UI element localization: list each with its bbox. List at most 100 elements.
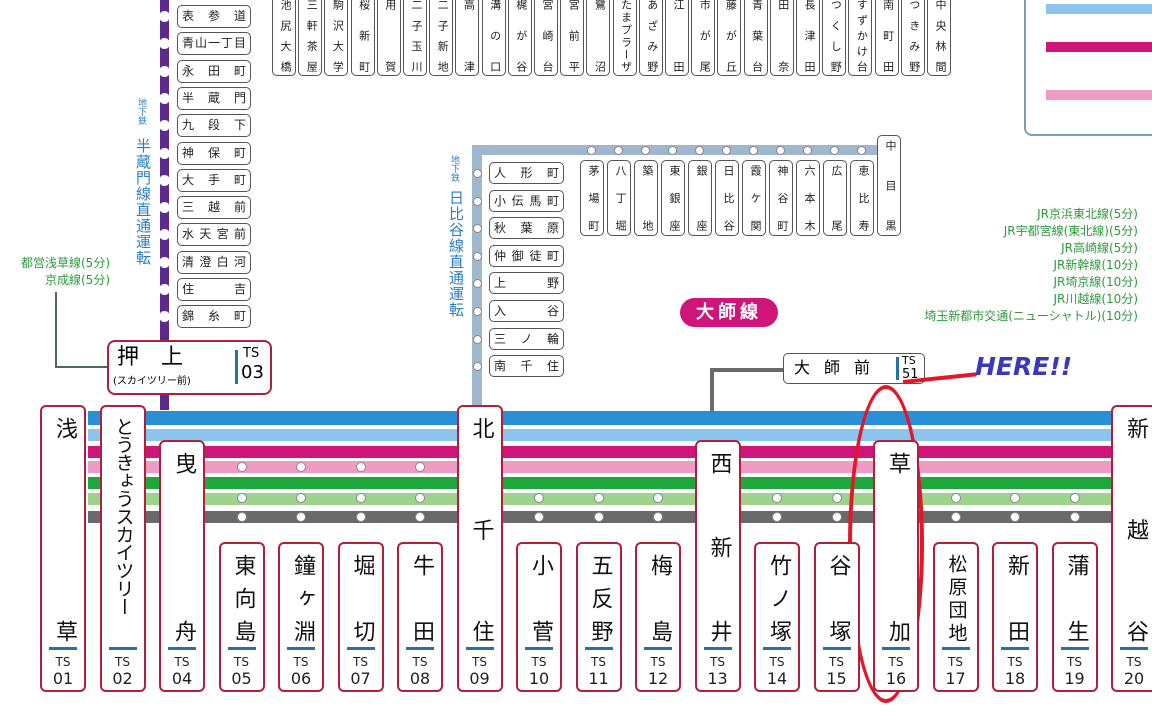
station-box[interactable]: 仲御徒町 [489, 244, 564, 267]
station-box[interactable]: つくし野 [822, 0, 847, 76]
station-box[interactable]: 溝の口 [481, 0, 506, 76]
station-daishimae[interactable]: 大師前 TS 51 [783, 353, 925, 384]
station-box[interactable]: 茅場町 [580, 160, 604, 236]
station-code-prefix: TS [948, 655, 963, 669]
station-box[interactable]: 築地 [634, 160, 658, 236]
station-code-number: 09 [469, 669, 490, 688]
station-name: つきみ野 [907, 0, 921, 72]
station-dot [593, 493, 604, 503]
station-dot [159, 256, 170, 268]
station-dot [534, 493, 544, 503]
station-box[interactable]: 人形町 [489, 162, 564, 184]
station-box[interactable]: 九段下 [177, 114, 251, 138]
station-box[interactable]: 表参道 [177, 5, 251, 28]
station-box[interactable]: 霞ケ関 [742, 160, 766, 236]
station-box[interactable]: 銀座 [688, 160, 712, 236]
station-box[interactable]: 南町田 [874, 0, 899, 76]
station-box[interactable]: 高津 [455, 0, 480, 76]
station-box[interactable]: 中目黒 [877, 135, 901, 236]
station-box[interactable]: 田奈 [769, 0, 794, 76]
station-name: 恵比寿 [857, 165, 870, 231]
station-box[interactable]: 八丁堀 [607, 160, 631, 236]
station-box[interactable]: 池尻大橋 [272, 0, 296, 76]
station-box[interactable]: 鷺沼 [586, 0, 611, 76]
station-dot [159, 65, 170, 77]
station-dot [473, 279, 482, 289]
station-box[interactable]: 水天宮前 [177, 223, 251, 247]
station-box[interactable]: 長津田 [796, 0, 820, 76]
station-box[interactable]: 日比谷 [715, 160, 739, 236]
station-box[interactable]: 恵比寿 [850, 160, 874, 236]
station-dot [641, 146, 650, 155]
station-box[interactable]: 駒沢大学 [324, 0, 349, 76]
station-box[interactable]: あざみ野 [638, 0, 663, 76]
code-underline [644, 647, 672, 650]
station-box[interactable]: 半蔵門 [177, 86, 251, 110]
station-box[interactable]: 桜新町 [350, 0, 375, 76]
code-underline [108, 647, 137, 650]
station-box[interactable]: 入谷 [489, 300, 564, 322]
station-box[interactable]: 三越前 [177, 196, 251, 220]
station-box[interactable]: 錦糸町 [177, 305, 251, 329]
station-box[interactable]: 南千住 [489, 355, 564, 378]
station-box[interactable]: 住吉 [177, 278, 251, 301]
station-box[interactable]: 六本木 [796, 160, 820, 236]
station-box[interactable]: 用賀 [376, 0, 401, 76]
station-box[interactable]: 梶が谷 [507, 0, 532, 76]
station-box[interactable]: 神保町 [177, 141, 251, 165]
station-box[interactable]: 上野 [489, 272, 564, 295]
station-name: 松原団地 [945, 554, 968, 642]
station-box[interactable]: 宮前平 [560, 0, 585, 76]
station-box[interactable]: 青山一丁目 [177, 32, 251, 56]
station-box[interactable]: 宮崎台 [534, 0, 558, 76]
station-box[interactable]: 市が尾 [691, 0, 716, 76]
station-box[interactable]: 清澄白河 [177, 250, 251, 274]
station-box[interactable]: 青葉台 [743, 0, 768, 76]
station-dot [415, 462, 425, 472]
station-box[interactable]: 三ノ輪 [489, 327, 564, 350]
station-box[interactable]: すずかけ台 [848, 0, 873, 76]
station-box[interactable]: 大手町 [177, 168, 251, 192]
station-box[interactable]: 江田 [665, 0, 689, 76]
station-box[interactable]: 永田町 [177, 59, 251, 83]
station-box[interactable]: 広尾 [823, 160, 847, 236]
station-oshiage[interactable]: 押 上 (スカイツリー前) TS 03 [107, 340, 272, 395]
station-code-prefix: TS [769, 655, 785, 669]
station-box[interactable]: 神谷町 [769, 160, 793, 236]
station-code-number: 19 [1064, 669, 1085, 688]
station-name: 宮前平 [567, 0, 581, 72]
station-box[interactable]: 二子玉川 [403, 0, 427, 76]
station-name: 溝の口 [488, 0, 502, 72]
station-name: 五反野 [587, 554, 613, 642]
station-box[interactable]: 小伝馬町 [489, 189, 564, 212]
station-box[interactable]: たまプラーザ [612, 0, 637, 76]
station-box[interactable]: つきみ野 [900, 0, 925, 76]
line-band-gray [88, 511, 1152, 523]
station-box[interactable]: 中央林間 [927, 0, 951, 76]
station-code-number: 02 [112, 669, 133, 688]
station-box[interactable]: 三軒茶屋 [298, 0, 323, 76]
station-box[interactable]: 東銀座 [661, 160, 685, 236]
station-box[interactable]: 藤が丘 [717, 0, 742, 76]
station-box[interactable]: 秋葉原 [489, 217, 564, 240]
station-box[interactable]: 二子新地 [429, 0, 454, 76]
